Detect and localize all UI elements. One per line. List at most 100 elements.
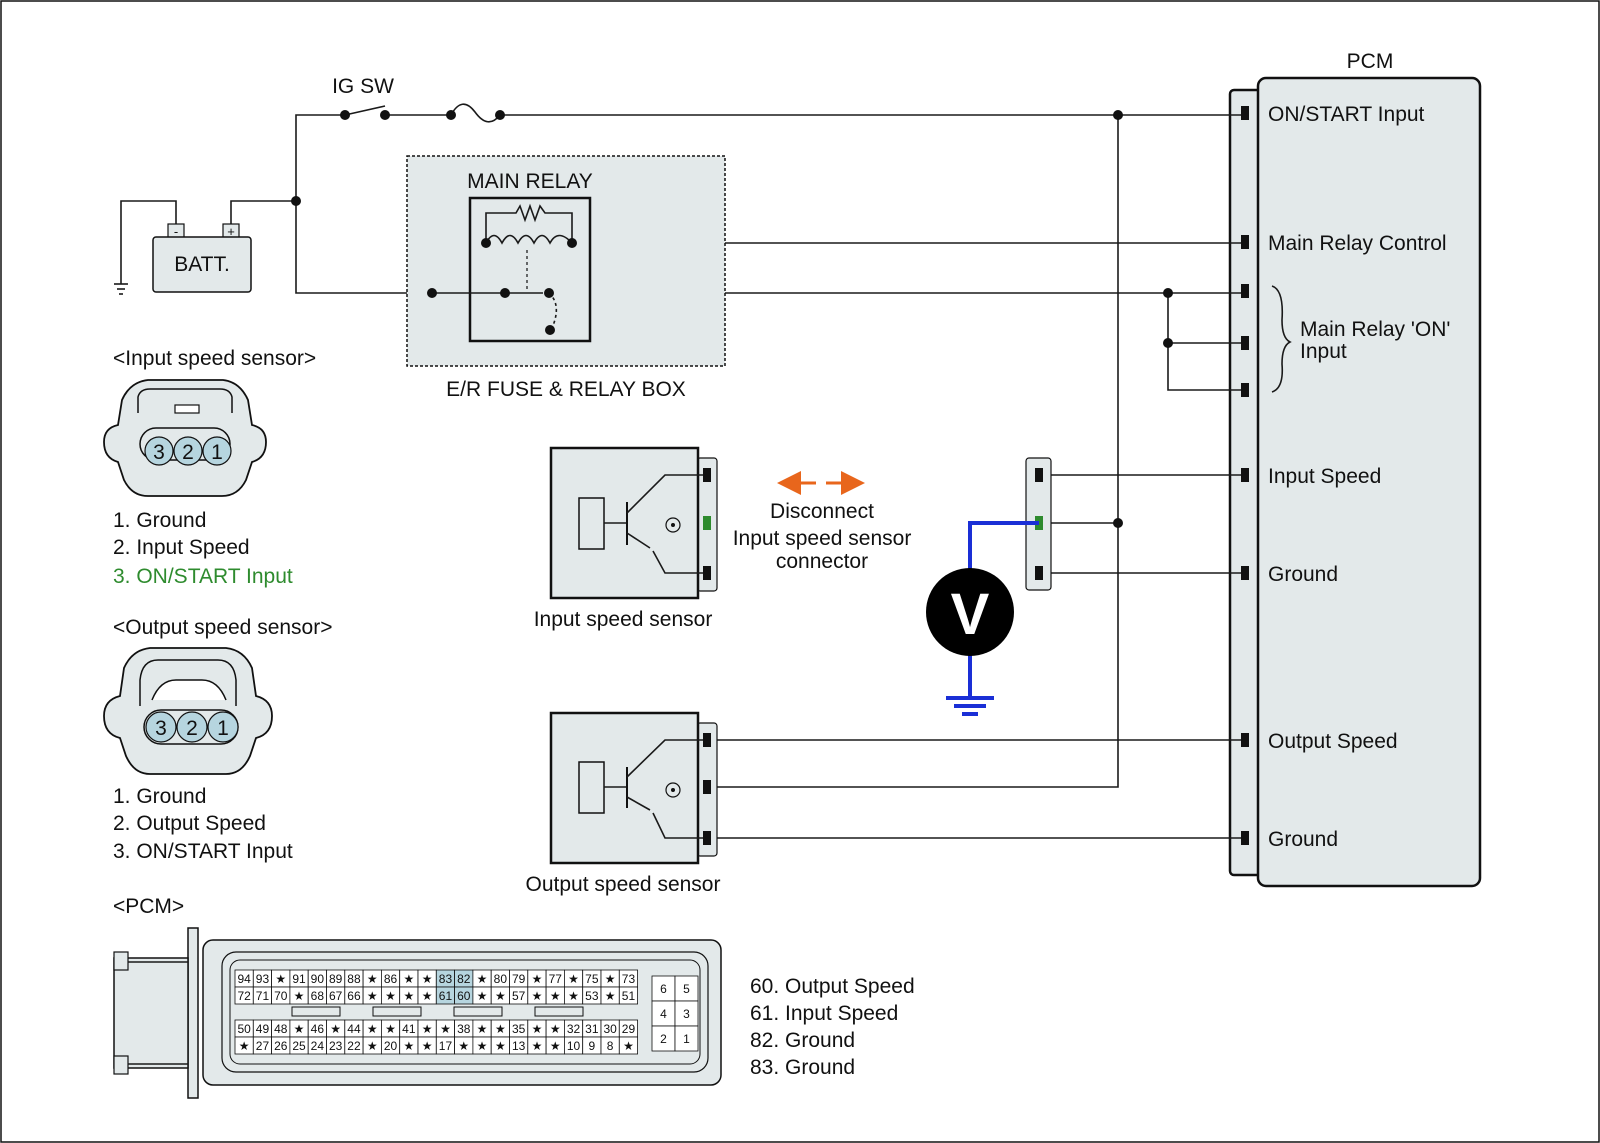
pcm-pin-label: ★	[605, 972, 616, 986]
pcm-pin-label: ★	[239, 1039, 250, 1053]
pcm-pin-label: 72	[237, 989, 251, 1003]
voltmeter: V	[926, 521, 1039, 716]
pcm-pin-label: 77	[549, 972, 563, 986]
pcm-input-speed-label: Input Speed	[1268, 465, 1381, 488]
pcm-pin-label: 41	[402, 1022, 416, 1036]
pcm-pin-label: 94	[237, 972, 251, 986]
pcm-pin-label: 26	[274, 1039, 288, 1053]
input-item-3: 3. ON/START Input	[113, 565, 293, 588]
pcm-pin-label: 10	[567, 1039, 581, 1053]
output-connector-view: <Output speed sensor> 3 2 1 1. Ground 2.…	[103, 616, 333, 863]
output-pin-2: 2	[186, 717, 198, 740]
pcm-pin-label: 49	[256, 1022, 270, 1036]
pcm-legend-1: 60. Output Speed	[750, 975, 915, 998]
pcm-pin-label: 60	[457, 989, 471, 1003]
input-pin-1: 1	[211, 441, 223, 464]
pcm-ground-label-2: Ground	[1268, 828, 1338, 851]
output-item-3: 3. ON/START Input	[113, 840, 293, 863]
pcm-small-pin-label: 3	[683, 1007, 690, 1021]
pcm-pin-label: 50	[237, 1022, 251, 1036]
pcm-pin-label: ★	[385, 989, 396, 1003]
pcm-pin-label: ★	[568, 972, 579, 986]
pcm-pin-label: 31	[585, 1022, 599, 1036]
pcm-pin-label: 68	[311, 989, 325, 1003]
pcm-pin-label: ★	[330, 1022, 341, 1036]
pcm-pin-label: 44	[347, 1022, 361, 1036]
pcm-pin-cell	[618, 1036, 638, 1055]
pcm-pin-label: 67	[329, 989, 343, 1003]
pcm-pin-label: ★	[367, 972, 378, 986]
pcm-ground-label-1: Ground	[1268, 563, 1338, 586]
pcm-pin-label: ★	[477, 1022, 488, 1036]
output-item-1: 1. Ground	[113, 785, 206, 808]
fuse-relay-box: MAIN RELAY E/R FUSE & RELAY BOX	[406, 155, 726, 401]
input-sensor-name: Input speed sensor	[534, 608, 713, 631]
pcm-pin-label: 38	[457, 1022, 471, 1036]
pcm-pin-label: ★	[403, 1039, 414, 1053]
pcm-legend-2: 61. Input Speed	[750, 1002, 898, 1025]
pcm-pin-label: 23	[329, 1039, 343, 1053]
pcm-pin-label: 32	[567, 1022, 581, 1036]
pcm-small-pin-label: 5	[683, 982, 690, 996]
output-sensor-name: Output speed sensor	[526, 873, 721, 896]
main-relay-label: MAIN RELAY	[467, 170, 593, 193]
pcm-on-start-label: ON/START Input	[1268, 103, 1425, 126]
pcm-pin-label: 73	[622, 972, 636, 986]
pcm-pin-label: ★	[458, 1039, 469, 1053]
pcm-connector-title: <PCM>	[113, 895, 184, 918]
pcm-pin-label: 75	[585, 972, 599, 986]
input-pin-2: 2	[182, 441, 194, 464]
pcm-pin-label: ★	[403, 972, 414, 986]
pcm-pin-label: 48	[274, 1022, 288, 1036]
pcm-legend-3: 82. Ground	[750, 1029, 855, 1052]
pcm-small-pin-label: 2	[660, 1032, 667, 1046]
pcm-pin-label: ★	[532, 972, 543, 986]
pcm-pin-label: ★	[550, 1039, 561, 1053]
pcm-small-pin-label: 6	[660, 982, 667, 996]
voltmeter-symbol: V	[951, 582, 990, 647]
pcm-pin-label: ★	[422, 989, 433, 1003]
pcm-pin-label: ★	[550, 1022, 561, 1036]
pcm-output-speed-label: Output Speed	[1268, 730, 1398, 753]
pcm-main-relay-on-label-2: Input	[1300, 340, 1347, 363]
pcm-pin-label: ★	[477, 972, 488, 986]
pcm-pin-label: ★	[367, 1022, 378, 1036]
pcm-block: PCM ON/START Input Main Relay Control Ma…	[1228, 50, 1482, 888]
pcm-pin-label: 71	[256, 989, 270, 1003]
pcm-pin-label: 46	[311, 1022, 325, 1036]
pcm-pin-label: ★	[367, 989, 378, 1003]
pcm-pin-label: 90	[311, 972, 325, 986]
pcm-pin-label: 83	[439, 972, 453, 986]
pcm-pin-label: 53	[585, 989, 599, 1003]
pcm-pin-label: 79	[512, 972, 526, 986]
pcm-pin-label: 17	[439, 1039, 453, 1053]
pcm-title: PCM	[1347, 50, 1394, 73]
pcm-pin-label: ★	[403, 989, 414, 1003]
pcm-main-relay-on-label-1: Main Relay 'ON'	[1300, 318, 1450, 341]
pcm-pin-label: ★	[422, 972, 433, 986]
pcm-pin-label: ★	[623, 1039, 634, 1053]
pcm-pin-label: 8	[607, 1039, 614, 1053]
pcm-pin-label: 88	[347, 972, 361, 986]
fuse-box-label: E/R FUSE & RELAY BOX	[446, 378, 686, 401]
input-item-1: 1. Ground	[113, 509, 206, 532]
pcm-pin-label: ★	[385, 1022, 396, 1036]
disconnect-text-1: Disconnect	[770, 500, 874, 523]
input-item-2: 2. Input Speed	[113, 536, 250, 559]
pcm-main-relay-control-label: Main Relay Control	[1268, 232, 1447, 255]
pcm-pin-label: 22	[347, 1039, 361, 1053]
output-connector-title: <Output speed sensor>	[113, 616, 333, 639]
pcm-pin-label: 24	[311, 1039, 325, 1053]
pcm-pin-label: 30	[603, 1022, 617, 1036]
pcm-pin-label: ★	[495, 1039, 506, 1053]
battery-label: BATT.	[174, 253, 230, 276]
battery-plus-label: +	[227, 224, 235, 239]
pcm-pin-label: 20	[384, 1039, 398, 1053]
battery-minus-label: -	[174, 224, 178, 239]
pcm-pin-label: ★	[275, 972, 286, 986]
